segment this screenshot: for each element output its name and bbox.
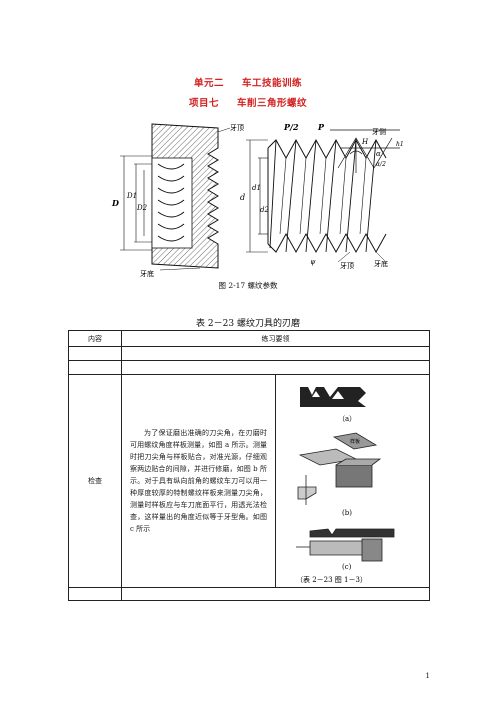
table-row: [68, 587, 430, 601]
internal-thread-section: [151, 123, 219, 269]
header-essentials: 练习要领: [121, 330, 430, 347]
thread-gauge-figures: （a） 样板 (b) (: [296, 387, 395, 584]
label-flank: 牙侧: [372, 127, 386, 136]
caption-b: (b): [342, 509, 352, 517]
label-root-left: 牙底: [140, 269, 154, 278]
thread-gauge-icon: [300, 387, 366, 407]
check-description: 为了保证磨出准确的刀尖角，在刃磨时可用螺纹角度样板测量，如图 a 所示。测量时把…: [121, 374, 276, 588]
label-d2: d2: [260, 206, 269, 214]
grinding-table: 内容 练习要领 检查 为了保证磨出准确的刀尖角，在刃磨时可用螺纹角度样板测量，如…: [68, 330, 430, 601]
label-H: H: [361, 138, 369, 146]
label-p-half: P/2: [283, 122, 299, 132]
table-title: 表 2－23 螺纹刀具的刃磨: [196, 319, 300, 329]
label-d: d: [240, 193, 245, 202]
project-label: 项目七: [188, 98, 219, 109]
project-title: 车削三角形螺纹: [237, 98, 308, 109]
label-gauge: 样板: [350, 438, 360, 445]
label-p: P: [317, 122, 325, 132]
label-d1: d1: [252, 184, 261, 192]
unit-heading: 单元二 车工技能训练: [0, 75, 496, 89]
unit-label: 单元二: [193, 78, 224, 89]
label-D: D: [111, 198, 119, 208]
caption-c: (c): [342, 563, 352, 571]
label-D2: D2: [136, 204, 148, 212]
unit-title: 车工技能训练: [242, 78, 303, 89]
label-alpha-half: α/2: [376, 161, 386, 168]
table-header-row: 内容 练习要领: [68, 330, 430, 347]
table-row-check: 检查 为了保证磨出准确的刀尖角，在刃磨时可用螺纹角度样板测量，如图 a 所示。测…: [68, 374, 430, 588]
project-heading: 项目七 车削三角形螺纹: [0, 95, 496, 109]
tool-grinding-figure: [297, 432, 382, 505]
label-psi: ψ: [310, 258, 316, 266]
thread-parameters-figure: D D1 D2 牙顶 牙底 P/2 P 牙侧 H h1 α α/2: [111, 122, 404, 278]
template-images-cell: （a） 样板 (b) (: [275, 374, 430, 588]
external-thread-section: [267, 138, 387, 254]
label-h1: h1: [396, 141, 404, 148]
table-row: [68, 346, 430, 361]
label-root-right: 牙底: [374, 259, 388, 268]
figure-caption: 图 2-17 螺纹参数: [218, 281, 278, 290]
label-alpha: α: [376, 150, 381, 158]
row-label-check: 检查: [68, 374, 122, 588]
page-number: 1: [425, 672, 430, 680]
special-gauge-figure: [296, 528, 395, 562]
label-top-left: 牙顶: [230, 124, 244, 132]
caption-a: （a）: [338, 415, 356, 423]
figure-ref: （表 2－23 图 1－3）: [296, 575, 367, 584]
label-D1: D1: [126, 192, 137, 200]
header-content: 内容: [68, 330, 122, 347]
table-row: [68, 360, 430, 375]
label-top-right: 牙顶: [340, 262, 354, 270]
